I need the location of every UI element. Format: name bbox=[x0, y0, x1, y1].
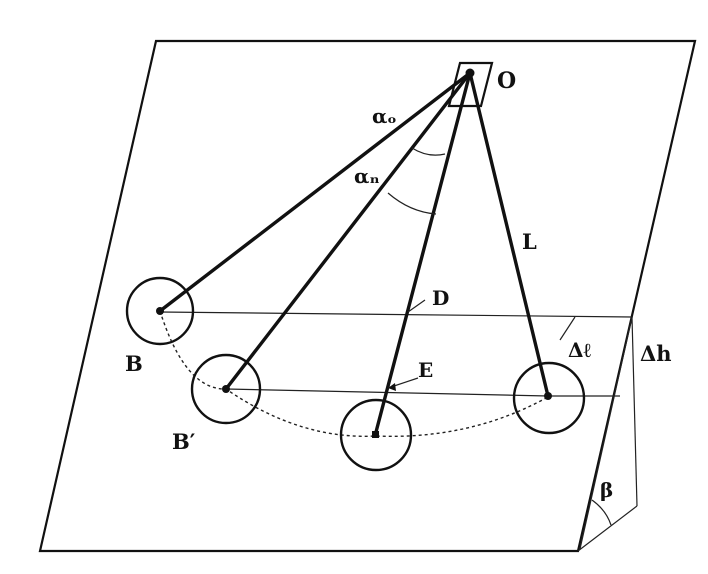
delta-l-line bbox=[559, 316, 576, 341]
label-alphan: αₙ bbox=[354, 164, 380, 188]
bob-Bprime-center bbox=[222, 385, 230, 393]
pivot-point bbox=[465, 68, 475, 78]
height-line bbox=[631, 316, 638, 507]
label-delta-h: Δh bbox=[640, 341, 672, 366]
line-D bbox=[159, 311, 633, 318]
incline-edge-inner bbox=[579, 316, 633, 550]
bob-bottom bbox=[339, 398, 413, 472]
label-beta: β bbox=[600, 478, 613, 502]
E-arrowhead bbox=[388, 383, 396, 391]
swing-arc bbox=[159, 310, 549, 438]
label-L: L bbox=[522, 229, 537, 254]
string-L bbox=[468, 71, 550, 398]
base-line bbox=[577, 505, 638, 552]
label-B: B bbox=[125, 351, 143, 376]
label-E: E bbox=[418, 358, 433, 382]
bob-Bprime bbox=[190, 353, 262, 425]
string-to-bottom bbox=[374, 71, 472, 434]
alphan-arc bbox=[387, 192, 437, 215]
bob-bottom-center bbox=[372, 431, 379, 438]
label-alpha0: αₒ bbox=[372, 104, 397, 128]
label-delta-l: Δℓ bbox=[568, 338, 592, 362]
bob-B bbox=[125, 276, 195, 346]
beta-arc bbox=[591, 499, 612, 526]
bob-right bbox=[512, 361, 586, 435]
D-pointer bbox=[407, 299, 426, 313]
string-to-B bbox=[158, 71, 472, 313]
bob-B-center bbox=[156, 307, 164, 315]
label-Bprime: B′ bbox=[172, 429, 196, 454]
label-D: D bbox=[432, 286, 449, 310]
pivot-box bbox=[447, 61, 494, 108]
string-to-Bprime bbox=[224, 71, 472, 391]
label-O: O bbox=[497, 68, 516, 94]
alpha0-arc bbox=[411, 147, 446, 156]
bob-right-center bbox=[544, 392, 552, 400]
